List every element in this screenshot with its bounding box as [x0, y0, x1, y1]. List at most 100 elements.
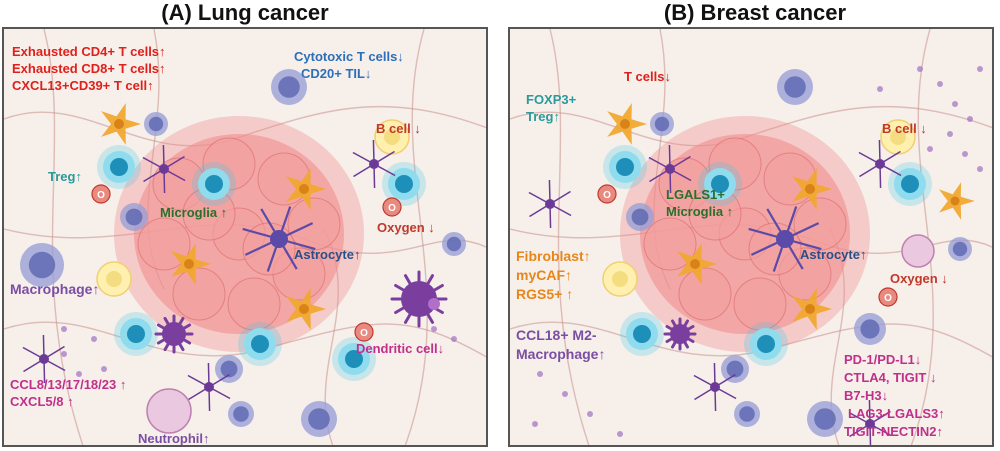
oxygen-molecule [597, 184, 617, 204]
treg-label: Treg↑ [526, 109, 560, 124]
pd1-pdl1-label: PD-1/PD-L1↓ [844, 352, 922, 367]
astrocyte-label: Astrocyte↑ [294, 247, 361, 262]
fibroblast-label: Fibroblast↑ [516, 248, 591, 264]
b-cell-label: B cell ↓ [882, 121, 927, 136]
cytokine-dot [927, 146, 933, 152]
astrocyte-cell [270, 230, 288, 248]
neutrophil-cell [901, 234, 935, 268]
neuron-cell [159, 164, 169, 174]
b7-h3-label: B7-H3↓ [844, 388, 889, 403]
treg-label: Treg↑ [48, 169, 82, 184]
lymphocyte-nucleus [148, 116, 164, 132]
neutrophil-label: Neutrophil↑ [138, 431, 210, 446]
foxp3-label: FOXP3+ [526, 92, 577, 107]
cytokine-dot [967, 116, 973, 122]
vesicle [428, 298, 440, 310]
lymphocyte-nucleus [28, 251, 56, 279]
lymphocyte-nucleus [814, 408, 836, 430]
cytokine-dot [877, 86, 883, 92]
cytokine-dot [562, 391, 568, 397]
microglia-nucleus [690, 259, 700, 269]
microglia-nucleus [620, 119, 630, 129]
cytokine-dot [451, 336, 457, 342]
panel-a-title: (A) Lung cancer [161, 0, 329, 25]
oxygen-molecule [91, 184, 111, 204]
lymphocyte-nucleus [654, 116, 670, 132]
breast-illustration: OO [510, 29, 992, 445]
panel-b-title: (B) Breast cancer [663, 0, 847, 25]
microglia-nucleus [184, 259, 194, 269]
neuron-cell [369, 159, 379, 169]
cytokine-dot [977, 166, 983, 172]
oxygen-symbol: O [388, 203, 396, 214]
neuron-cell [39, 354, 49, 364]
cytokine-dot [617, 431, 623, 437]
b-cell-nucleus [106, 271, 122, 287]
lymphocyte-nucleus [952, 241, 968, 257]
exhausted-cd8-label: Exhausted CD8+ T cells↑ [12, 61, 166, 76]
cytokine-dot [537, 371, 543, 377]
cytokine-dot [937, 81, 943, 87]
microglia-nucleus [299, 304, 309, 314]
exhausted-cd4-label: Exhausted CD4+ T cells↑ [12, 44, 166, 59]
microglia-label: Microglia ↑ [160, 205, 228, 220]
lymphocyte-nucleus [220, 360, 238, 378]
neuron-cell [710, 382, 720, 392]
cytokine-dot [431, 326, 437, 332]
lymphocyte-nucleus [278, 76, 300, 98]
b-cell-nucleus [384, 129, 400, 145]
tumor-cell [287, 197, 341, 251]
collagen-fiber [549, 29, 590, 445]
t-cell-nucleus [205, 175, 223, 193]
lymphocyte-nucleus [860, 319, 880, 339]
t-cell-nucleus [251, 335, 269, 353]
b-cell-nucleus [890, 129, 906, 145]
neuron-cell [545, 199, 555, 209]
neuron-cell [875, 159, 885, 169]
t-cell-nucleus [395, 175, 413, 193]
dendritic-cell [401, 281, 437, 317]
cytokine-dot [76, 371, 82, 377]
oxygen-molecule [382, 197, 402, 217]
microglia-nucleus [805, 184, 815, 194]
lymphocyte-nucleus [233, 406, 249, 422]
b-cell-label: B cell ↓ [376, 121, 421, 136]
cytokine-dot [101, 366, 107, 372]
oxygen-label: Oxygen ↓ [377, 220, 435, 235]
t-cell-nucleus [711, 175, 729, 193]
lymphocyte-nucleus [125, 208, 143, 226]
macrophage-label: Macrophage↑ [10, 281, 100, 297]
lung-illustration: OOO [4, 29, 486, 445]
oxygen-symbol: O [360, 328, 368, 339]
cytokine-dot [61, 351, 67, 357]
cxcl-chemokines-label: CXCL5/8 ↑ [10, 394, 74, 409]
cd20-til-label: CD20+ TIL↓ [301, 66, 372, 81]
t-cell-nucleus [901, 175, 919, 193]
tumor-cell [793, 197, 847, 251]
ctla4-tigit-label: CTLA4, TIGIT ↓ [844, 370, 937, 385]
neutrophil-cell [146, 388, 192, 434]
oxygen-symbol: O [603, 190, 611, 201]
collagen-fiber [43, 29, 84, 445]
oxygen-symbol: O [884, 293, 892, 304]
microglia-nucleus [950, 196, 960, 206]
cytokine-dot [917, 66, 923, 72]
oxygen-molecule [878, 287, 898, 307]
ccl-chemokines-label: CCL8/13/17/18/23 ↑ [10, 377, 127, 392]
lymphocyte-nucleus [308, 408, 330, 430]
tumor-cell [227, 277, 281, 331]
cytokine-dot [947, 131, 953, 137]
cytokine-dot [91, 336, 97, 342]
dendritic-cell [162, 322, 186, 346]
microglia-nucleus [805, 304, 815, 314]
rgs5-label: RGS5+ ↑ [516, 286, 574, 302]
ccl18-label: CCL18+ M2- [516, 327, 597, 343]
cytokine-dot [977, 66, 983, 72]
microglia-nucleus [299, 184, 309, 194]
microglia-label: Microglia ↑ [666, 204, 734, 219]
lymphocyte-nucleus [726, 360, 744, 378]
lag3-lgals3-label: LAG3-LGALS3↑ [848, 406, 945, 421]
t-cells-label: T cells↓ [624, 69, 671, 84]
cytotoxic-t-label: Cytotoxic T cells↓ [294, 49, 404, 64]
